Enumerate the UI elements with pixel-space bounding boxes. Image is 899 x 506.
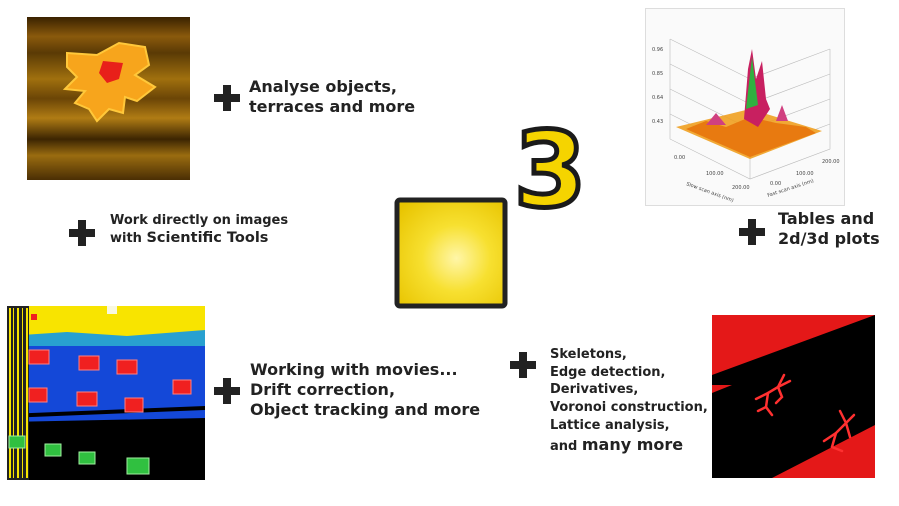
plus-icon [214,85,240,111]
svg-text:100.00: 100.00 [706,171,724,177]
skeleton-image [712,315,875,478]
movie-tracking-image [7,306,205,480]
plus-icon [214,378,240,404]
svg-text:0.96: 0.96 [652,47,663,53]
plus-icon [739,219,765,245]
terrace-object-image [27,17,190,180]
svg-text:0.64: 0.64 [652,95,663,101]
surface-plot-image: 0.96 0.85 0.64 0.43 0.00 100.00 200.00 0… [645,8,845,206]
plus-icon [69,220,95,246]
skeletons-caption: Skeletons, Edge detection, Derivatives, … [550,347,708,455]
analyse-caption: Analyse objects, terraces and more [249,77,416,116]
svg-text:200.00: 200.00 [822,159,840,165]
svg-text:Slow scan axis (nm): Slow scan axis (nm) [685,181,734,204]
logo-superscript: 3 [511,109,588,231]
svg-text:100.00: 100.00 [796,171,814,177]
svg-text:200.00: 200.00 [732,185,750,191]
svg-text:0.00: 0.00 [770,181,781,187]
svg-text:0.00: 0.00 [674,155,685,161]
movies-caption: Working with movies... Drift correction,… [250,360,481,419]
svg-text:0.85: 0.85 [652,71,663,77]
scientific-tools-caption: Work directly on images with Scientific … [110,213,289,247]
app-logo [392,132,602,312]
tables-plots-caption: Tables and 2d/3d plots [778,209,880,248]
svg-text:0.43: 0.43 [652,119,663,125]
plus-icon [510,352,536,378]
